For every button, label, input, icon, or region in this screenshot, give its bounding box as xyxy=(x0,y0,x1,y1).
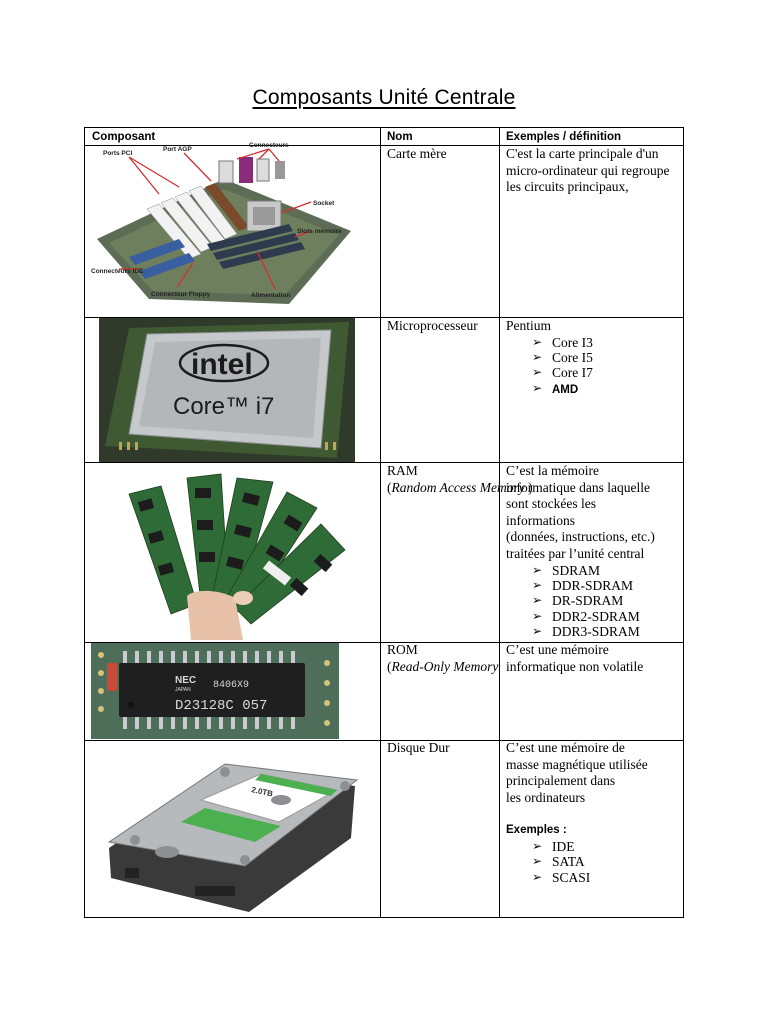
cpu-intro: Pentium xyxy=(506,318,552,333)
table-divider xyxy=(85,740,683,741)
rom-code2-text: D23128C 057 xyxy=(175,698,267,714)
list-item: ➢Core I5 xyxy=(532,350,593,365)
table-divider xyxy=(499,128,500,917)
table-divider xyxy=(85,317,683,318)
row-name: RAM (Random Access Memory ) xyxy=(387,463,533,495)
label-connecteurs: Connecteurs xyxy=(249,142,289,149)
arrow-bullet-icon: ➢ xyxy=(532,334,543,349)
arrow-bullet-icon: ➢ xyxy=(532,624,543,639)
rom-brand-text: NEC xyxy=(175,675,196,686)
hdd-photo: 2.0TB xyxy=(105,756,361,914)
row-definition: C’est la mémoire informatique dans laque… xyxy=(506,463,682,640)
hdd-capacity-text: 2.0TB xyxy=(251,785,274,798)
row-name: Microprocesseur xyxy=(387,318,478,333)
header-exemples: Exemples / définition xyxy=(506,131,622,143)
row-name: Disque Dur xyxy=(387,740,450,755)
list-item: ➢Core I3 xyxy=(532,334,593,350)
page-title: Composants Unité Centrale xyxy=(252,86,516,109)
label-socket: Socket xyxy=(313,200,335,207)
ram-photo xyxy=(125,464,357,640)
row-name: Carte mère xyxy=(387,146,447,161)
list-item: ➢DDR2-SDRAM xyxy=(532,608,640,624)
rom-full-name: Read-Only Memory xyxy=(391,658,499,674)
row-definition: C'est la carte principale d'un micro-ord… xyxy=(506,146,670,195)
arrow-bullet-icon: ➢ xyxy=(532,577,543,592)
hdd-list: ➢IDE ➢SATA ➢SCASI xyxy=(506,839,682,885)
label-connecteur-floppy: Connecteur Floppy xyxy=(151,291,211,298)
list-item: ➢SCASI xyxy=(532,869,591,885)
row-definition: C’est une mémoire informatique non volat… xyxy=(506,642,644,674)
ram-list: ➢SDRAM ➢DDR-SDRAM ➢DR-SDRAM ➢DDR2-SDRAM … xyxy=(506,563,682,640)
label-connecteurs-ide: Connecteurs IDE xyxy=(91,268,144,275)
list-item: ➢DDR3-SDRAM xyxy=(532,624,640,640)
components-table: Composant Nom Exemples / définition xyxy=(84,127,684,918)
table-divider xyxy=(380,128,381,917)
label-alimentation: Alimentation xyxy=(251,292,290,299)
arrow-bullet-icon: ➢ xyxy=(532,365,543,380)
list-item: ➢DR-SDRAM xyxy=(532,593,624,609)
row-definition: Pentium ➢Core I3 ➢Core I5 ➢Core I7 ➢AMD xyxy=(506,318,676,398)
list-item: ➢IDE xyxy=(532,838,575,854)
cpu-brand-text: intel xyxy=(191,348,253,381)
rom-photo: NEC JAPAN 8406X9 D23128C 057 xyxy=(91,643,339,739)
arrow-bullet-icon: ➢ xyxy=(532,608,543,623)
examples-label: Exemples : xyxy=(506,824,567,837)
list-item: ➢Core I7 xyxy=(532,365,593,381)
arrow-bullet-icon: ➢ xyxy=(532,854,543,869)
rom-country-text: JAPAN xyxy=(175,687,191,693)
cpu-list: ➢Core I3 ➢Core I5 ➢Core I7 ➢AMD xyxy=(506,335,676,399)
arrow-bullet-icon: ➢ xyxy=(532,869,543,884)
motherboard-photo: Ports PCI Port AGP Connecteurs Socket Sl… xyxy=(89,139,359,316)
cpu-model-text: Core™ i7 xyxy=(173,393,274,420)
arrow-bullet-icon: ➢ xyxy=(532,562,543,577)
arrow-bullet-icon: ➢ xyxy=(532,838,543,853)
arrow-bullet-icon: ➢ xyxy=(532,350,543,364)
list-item: ➢AMD xyxy=(532,380,579,396)
list-item: ➢DDR-SDRAM xyxy=(532,577,634,593)
label-slots-memoire: Slots mémoire xyxy=(297,228,342,235)
label-port-agp: Port AGP xyxy=(163,146,192,153)
ram-full-name: Random Access Memory xyxy=(391,479,525,495)
row-definition: C’est une mémoire de masse magnétique ut… xyxy=(506,740,682,885)
cpu-photo: intel Core™ i7 xyxy=(99,318,355,462)
list-item: ➢SATA xyxy=(532,854,585,870)
header-composant: Composant xyxy=(92,131,156,143)
label-ports-pci: Ports PCI xyxy=(103,150,132,157)
rom-code1-text: 8406X9 xyxy=(213,680,249,691)
table-divider xyxy=(85,642,683,643)
row-name: ROM (Read-Only Memory xyxy=(387,642,499,674)
header-nom: Nom xyxy=(387,131,413,143)
list-item: ➢SDRAM xyxy=(532,562,601,578)
table-divider xyxy=(85,462,683,463)
arrow-bullet-icon: ➢ xyxy=(532,380,543,395)
arrow-bullet-icon: ➢ xyxy=(532,593,543,608)
table-divider xyxy=(85,145,683,146)
